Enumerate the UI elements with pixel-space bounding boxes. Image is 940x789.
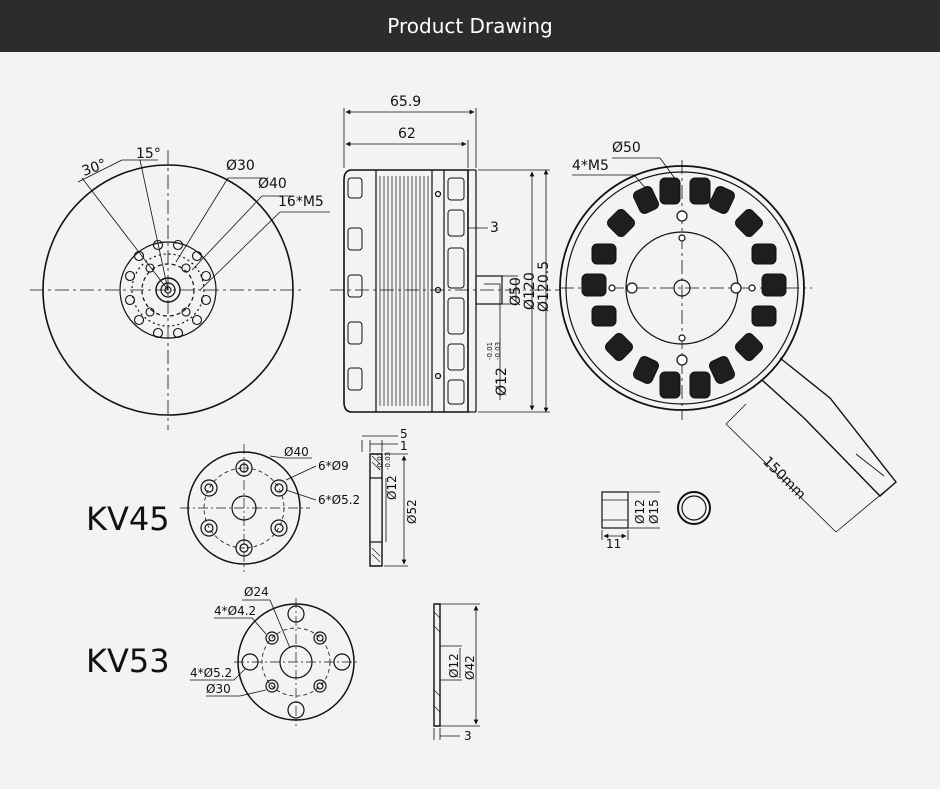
kv53-d24: Ø24: [244, 585, 269, 599]
kv45-holes-9: 6*Ø9: [318, 459, 349, 473]
side-tol-low: -0.03: [494, 342, 502, 360]
side-step-3: 3: [490, 220, 499, 236]
side-d50: Ø50: [508, 277, 524, 306]
kv53-front: [190, 598, 360, 726]
kv45-thickness-5: 5: [400, 427, 408, 441]
kv45-side: [361, 435, 408, 567]
rear-cable-length: 150mm: [759, 454, 808, 503]
front-holes: [124, 239, 212, 339]
kv45-holes-52: 6*Ø5.2: [318, 493, 360, 507]
rear-holes: [608, 210, 756, 366]
kv45-thickness-1: 1: [400, 439, 408, 453]
front-holes-label: 16*M5: [278, 194, 324, 210]
page-title: Product Drawing: [387, 14, 553, 38]
front-view: [30, 150, 330, 430]
kv45-shaft-d12: Ø12: [385, 475, 399, 500]
kv45-label: KV45: [86, 500, 170, 538]
side-shaft-d12: Ø12: [494, 367, 510, 396]
header-bar: Product Drawing: [0, 0, 940, 52]
drawing-canvas: 30° 15° Ø30 Ø40 16*M5: [0, 52, 940, 784]
side-view: [330, 108, 560, 413]
kv45-front: [180, 444, 317, 572]
kv53-thickness-3: 3: [464, 729, 472, 743]
front-d40: Ø40: [258, 176, 287, 192]
sleeve: [601, 491, 711, 540]
kv53-d42: Ø42: [463, 655, 477, 680]
kv45-d40: Ø40: [284, 445, 309, 459]
kv45-d52: Ø52: [405, 499, 419, 524]
rear-d50: Ø50: [612, 140, 641, 156]
side-len-62: 62: [398, 126, 416, 142]
product-drawing: 30° 15° Ø30 Ø40 16*M5: [30, 94, 897, 743]
sleeve-d12: Ø12: [633, 499, 647, 524]
side-tol-up: -0.01: [486, 342, 494, 360]
kv53-d12: Ø12: [447, 653, 461, 678]
kv53-holes-52: 4*Ø5.2: [190, 666, 232, 680]
side-len-659: 65.9: [390, 94, 421, 110]
rear-holes-label: 4*M5: [572, 158, 609, 174]
rear-windings: [581, 177, 787, 399]
kv53-d30: Ø30: [206, 682, 231, 696]
sleeve-length: 11: [606, 537, 621, 551]
front-d30: Ø30: [226, 158, 255, 174]
sleeve-d15: Ø15: [647, 499, 661, 524]
kv45-tol-up: -0.01: [376, 452, 384, 470]
kv53-label: KV53: [86, 642, 170, 680]
kv53-holes-42: 4*Ø4.2: [214, 604, 256, 618]
front-angle-15: 15°: [136, 146, 161, 162]
kv45-tol-low: -0.03: [384, 452, 392, 470]
side-d120: Ø120: [522, 272, 538, 310]
front-angle-30: 30°: [80, 156, 109, 180]
kv53-side: [433, 603, 480, 740]
side-d1205: Ø120.5: [536, 261, 552, 312]
